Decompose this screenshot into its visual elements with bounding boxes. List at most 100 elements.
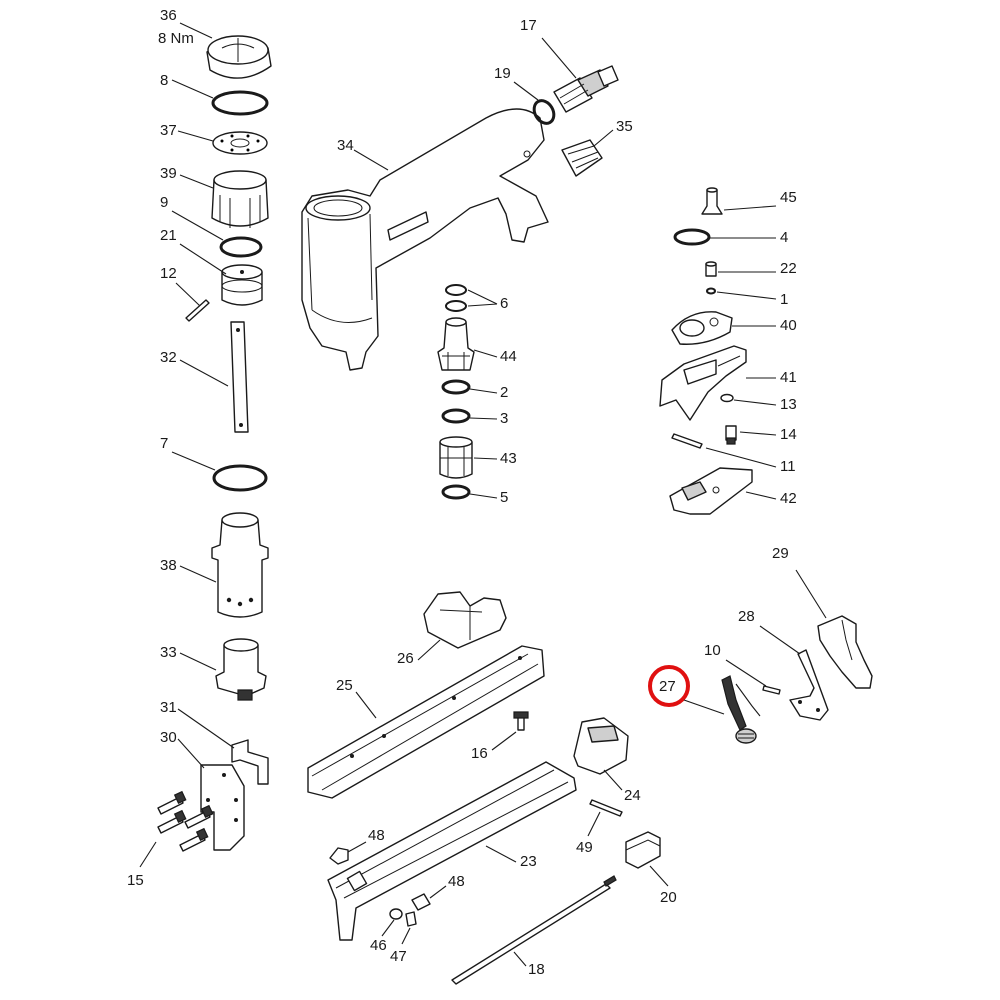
part-11-pin xyxy=(671,433,703,449)
torque-note: 8 Nm xyxy=(158,30,194,47)
callout-43: 43 xyxy=(500,450,517,467)
part-47-spacer xyxy=(405,911,417,927)
callout-5: 5 xyxy=(500,489,508,506)
part-37-valve-plate xyxy=(212,131,268,155)
callout-35: 35 xyxy=(616,118,633,135)
part-44-valve-stem xyxy=(437,317,475,371)
part-22-valve-pin xyxy=(705,261,717,277)
callout-28: 28 xyxy=(738,608,755,625)
part-36-top-cap xyxy=(206,35,272,79)
part-20-guide xyxy=(625,831,661,869)
callout-48a: 48 xyxy=(368,827,385,844)
callout-36: 36 xyxy=(160,7,177,24)
callout-48b: 48 xyxy=(448,873,465,890)
callout-46: 46 xyxy=(370,937,387,954)
callout-27: 27 xyxy=(659,678,676,695)
part-29-magazine-lever xyxy=(817,615,873,689)
callout-44: 44 xyxy=(500,348,517,365)
callout-14: 14 xyxy=(780,426,797,443)
part-41-trigger-housing xyxy=(659,345,747,421)
callout-17: 17 xyxy=(520,17,537,34)
part-6-o-ring-upper xyxy=(445,284,467,296)
part-16-screw xyxy=(513,711,529,731)
part-19-washer xyxy=(532,99,556,125)
callout-6: 6 xyxy=(500,295,508,312)
part-3-o-ring xyxy=(441,408,471,424)
part-48-spring-clip-upper xyxy=(329,847,349,865)
callout-45: 45 xyxy=(780,189,797,206)
callout-3: 3 xyxy=(500,410,508,427)
part-32-driver-blade xyxy=(230,321,249,433)
part-38-cylinder xyxy=(211,512,269,618)
callout-38: 38 xyxy=(160,557,177,574)
part-28-latch-bracket xyxy=(789,649,829,721)
part-7-o-ring xyxy=(212,464,268,492)
callout-22: 22 xyxy=(780,260,797,277)
part-43-valve-bushing xyxy=(439,436,473,479)
callout-40: 40 xyxy=(780,317,797,334)
callout-18: 18 xyxy=(528,961,545,978)
part-45-trigger-valve-stem xyxy=(701,187,723,215)
part-27-torsion-spring xyxy=(721,675,761,744)
part-42-trigger xyxy=(669,467,753,515)
part-33-bumper xyxy=(215,638,267,701)
part-24-pusher xyxy=(573,717,629,775)
part-9-o-ring xyxy=(219,236,263,258)
part-17-air-fitting xyxy=(553,65,619,113)
part-23-magazine-channel xyxy=(327,761,577,941)
callout-8: 8 xyxy=(160,72,168,89)
callout-12: 12 xyxy=(160,265,177,282)
callout-33: 33 xyxy=(160,644,177,661)
part-15-screws xyxy=(157,790,214,852)
callout-37: 37 xyxy=(160,122,177,139)
part-4-o-ring xyxy=(673,228,711,246)
part-5-o-ring xyxy=(441,484,471,500)
callout-25: 25 xyxy=(336,677,353,694)
callout-39: 39 xyxy=(160,165,177,182)
part-10-pin xyxy=(762,685,781,695)
part-1-o-ring xyxy=(706,287,716,295)
callout-7: 7 xyxy=(160,435,168,452)
callout-15: 15 xyxy=(127,872,144,889)
part-48-spring-clip-lower xyxy=(411,893,431,911)
part-8-o-ring xyxy=(211,90,269,116)
part-26-magazine-cover xyxy=(423,591,507,649)
part-40-trigger-valve-body xyxy=(671,311,733,345)
part-35-filter xyxy=(561,139,603,177)
callout-34: 34 xyxy=(337,137,354,154)
callout-13: 13 xyxy=(780,396,797,413)
part-13-washer xyxy=(720,393,734,403)
part-31-nose-bracket xyxy=(231,739,269,785)
highlight-circle xyxy=(648,665,690,707)
callout-16: 16 xyxy=(471,745,488,762)
callout-26: 26 xyxy=(397,650,414,667)
part-34-housing xyxy=(301,108,549,371)
callout-11: 11 xyxy=(780,458,796,475)
callout-4: 4 xyxy=(780,229,788,246)
part-46-nut xyxy=(389,908,403,920)
callout-49: 49 xyxy=(576,839,593,856)
callout-21: 21 xyxy=(160,227,177,244)
callout-1: 1 xyxy=(780,291,788,308)
callout-32: 32 xyxy=(160,349,177,366)
part-2-o-ring xyxy=(441,379,471,395)
callout-42: 42 xyxy=(780,490,797,507)
part-18-rod xyxy=(451,875,617,985)
callout-9: 9 xyxy=(160,194,168,211)
callout-2: 2 xyxy=(500,384,508,401)
callout-10: 10 xyxy=(704,642,721,659)
part-49-pin xyxy=(589,799,623,817)
callout-23: 23 xyxy=(520,853,537,870)
part-6-o-ring-lower xyxy=(445,300,467,312)
callout-47: 47 xyxy=(390,948,407,965)
callout-19: 19 xyxy=(494,65,511,82)
callout-29: 29 xyxy=(772,545,789,562)
callout-31: 31 xyxy=(160,699,177,716)
callout-24: 24 xyxy=(624,787,641,804)
part-14-screw xyxy=(725,425,737,445)
callout-41: 41 xyxy=(780,369,797,386)
part-25-rail xyxy=(307,645,545,799)
callout-20: 20 xyxy=(660,889,677,906)
part-21-piston xyxy=(221,264,263,306)
